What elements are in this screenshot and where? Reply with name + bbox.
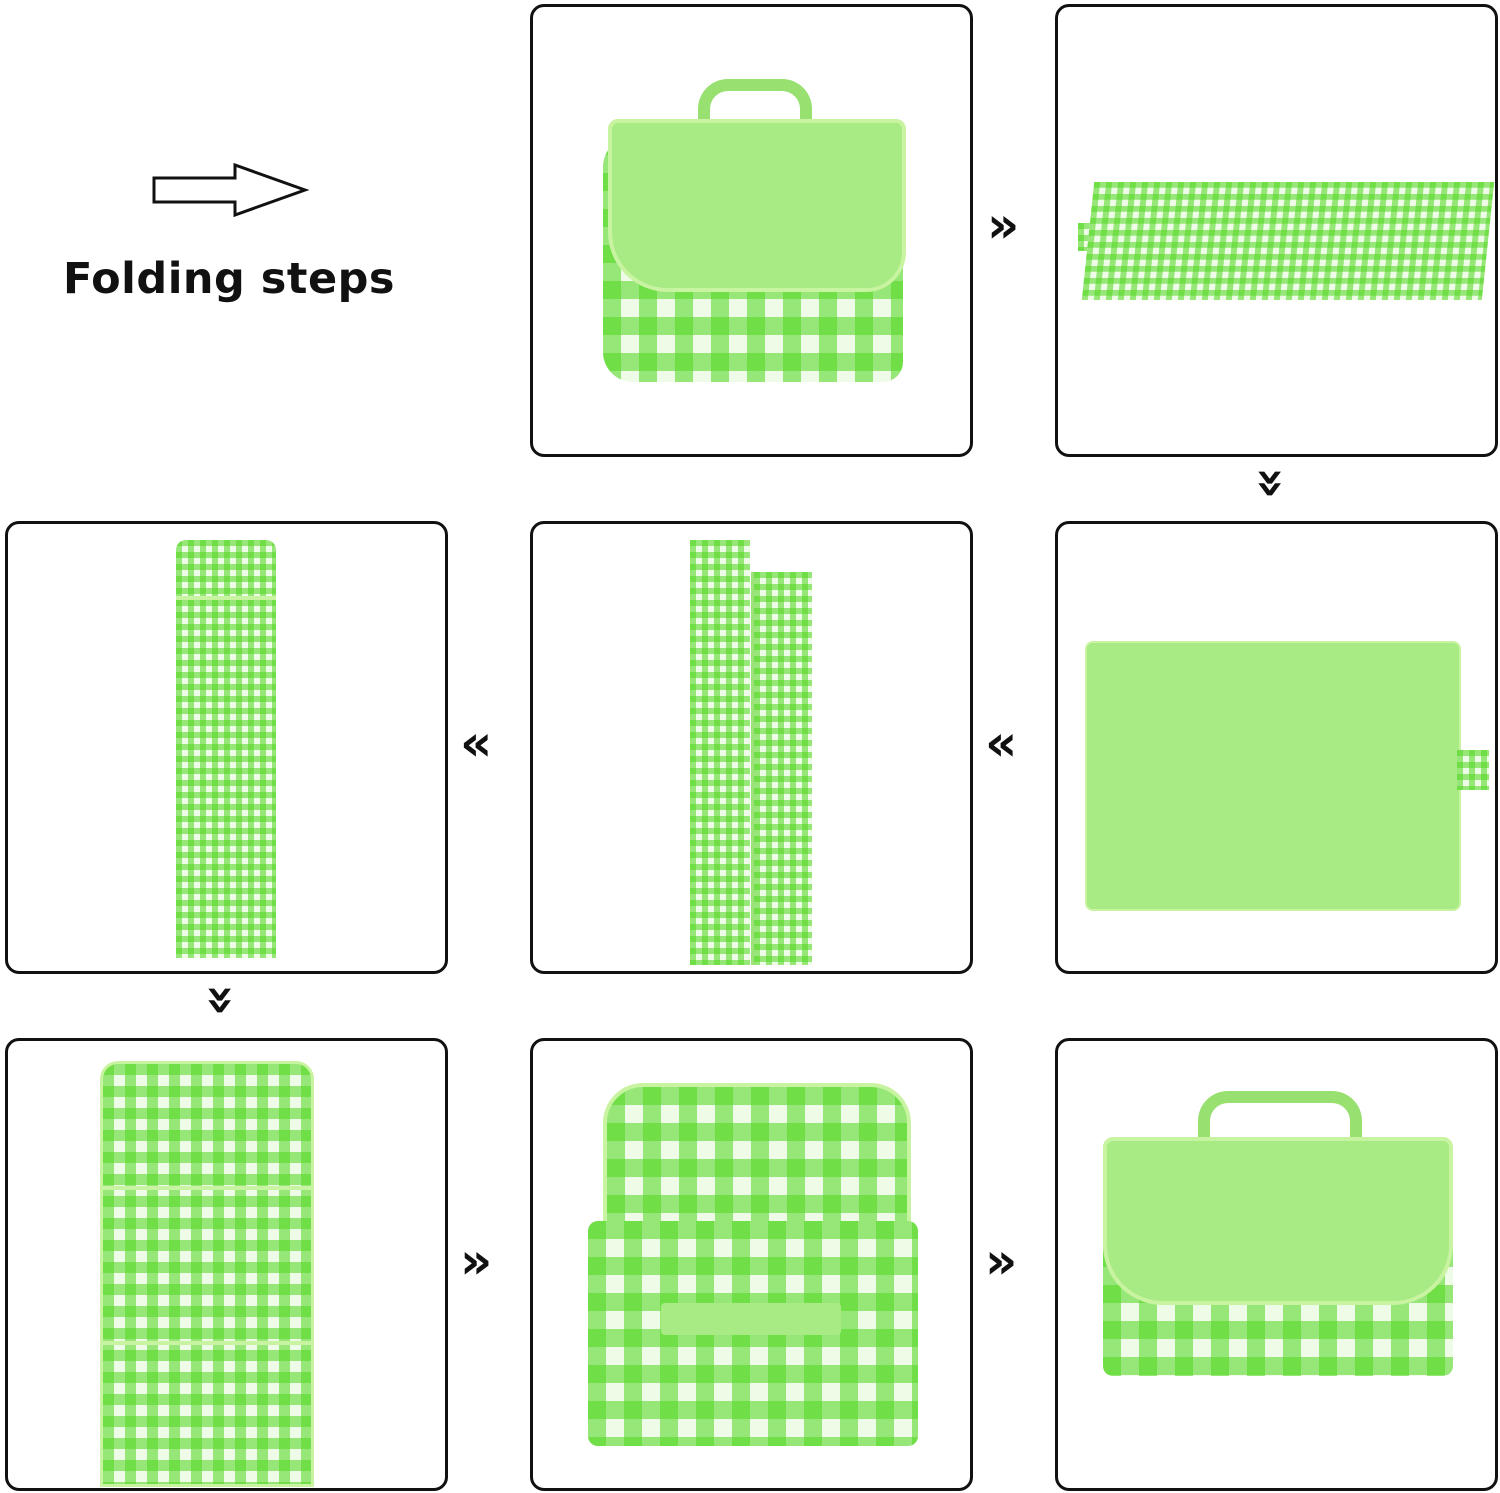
gingham-mat [1081,182,1495,300]
step-8-final-bag [1055,1038,1498,1491]
next-down-arrow-icon: » [193,983,252,1017]
fold-line [100,1186,314,1190]
step-2-open-mat [1055,4,1498,457]
mat-back-side [1085,641,1461,911]
bag-flap [1103,1137,1453,1305]
step-4-folded-lengthwise [530,521,973,974]
prev-left-arrow-icon: « [985,714,1018,772]
gingham-strip-fold [751,572,812,965]
step-1-rolled-bag [530,4,973,457]
next-down-arrow-icon: » [1243,466,1302,500]
mat-tab [1457,750,1489,790]
gingham-top [603,1083,911,1241]
step-6-folded-sections [5,1038,448,1491]
next-right-arrow-icon: » [460,1232,493,1290]
next-right-arrow-icon: » [987,196,1020,254]
right-arrow-icon [152,163,310,218]
step-7-rolled-up [530,1038,973,1491]
fold-line [100,1341,314,1345]
fold-line [176,596,276,600]
step-5-folded-strip [5,521,448,974]
prev-left-arrow-icon: « [460,714,493,772]
step-3-mat-back [1055,521,1498,974]
velcro-strap [661,1303,841,1335]
next-right-arrow-icon: » [985,1232,1018,1290]
gingham-strip [690,540,750,965]
gingham-sections [100,1061,314,1487]
gingham-strip [176,540,276,958]
page-title: Folding steps [63,254,395,304]
bag-flap [608,119,906,292]
